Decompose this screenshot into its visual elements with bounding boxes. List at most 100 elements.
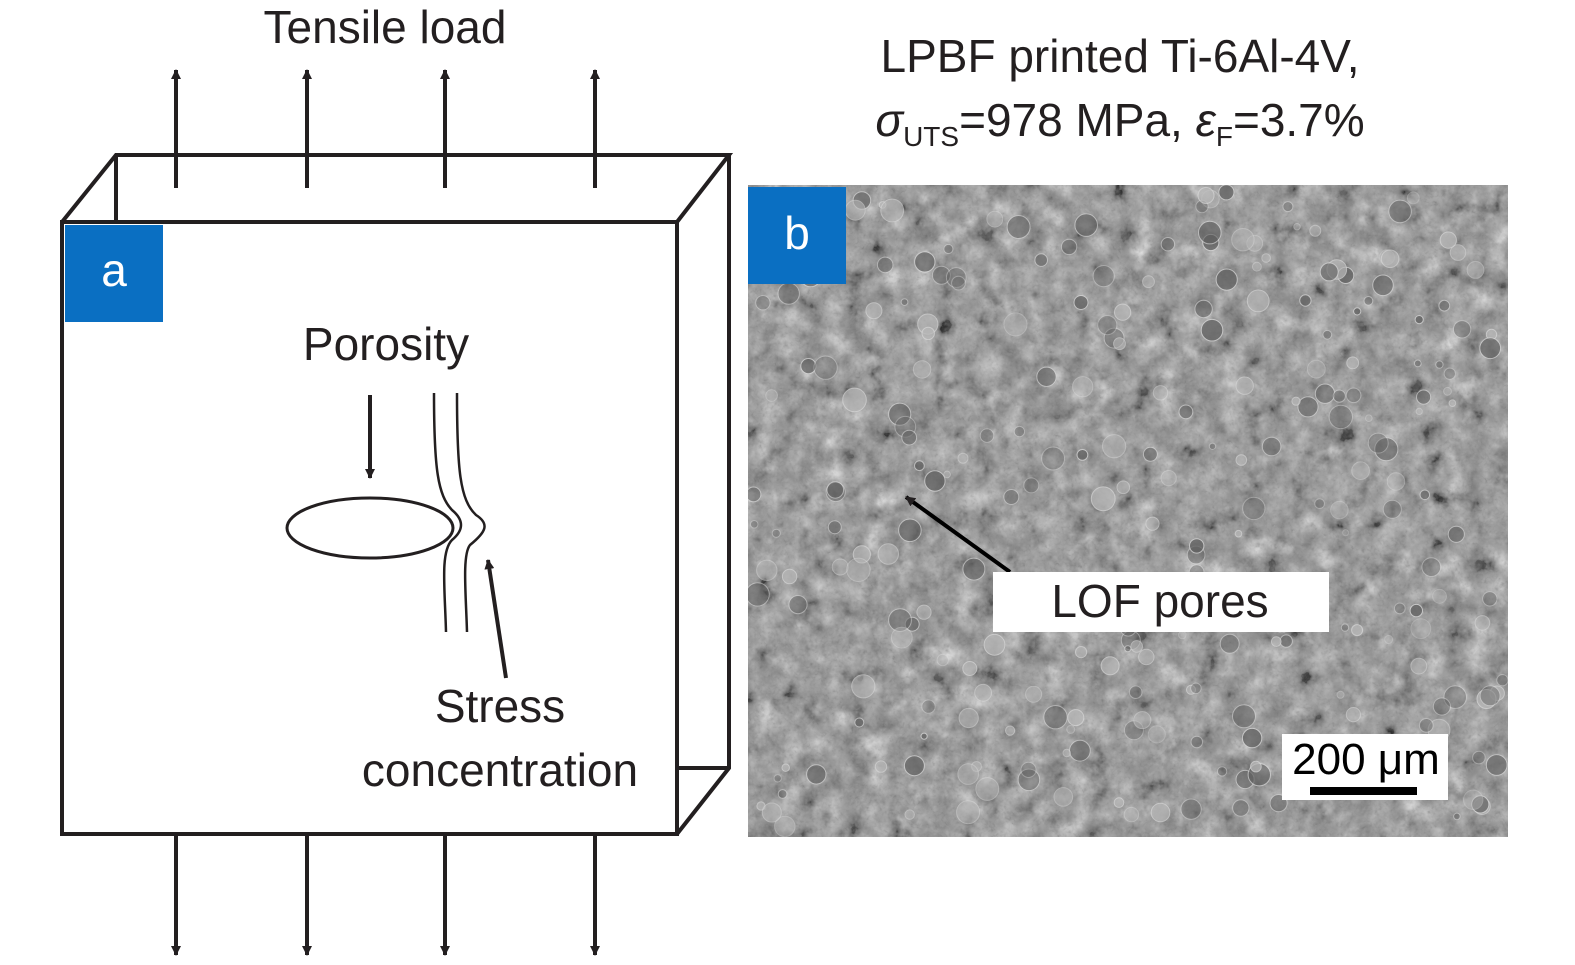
sem-dimple bbox=[1138, 648, 1155, 666]
sem-dimple bbox=[1453, 812, 1461, 821]
sem-dimple bbox=[877, 543, 899, 565]
specimen-top-face bbox=[60, 153, 734, 224]
stress-flow-line-inner bbox=[432, 392, 463, 633]
sem-dimple bbox=[1342, 529, 1350, 537]
panel-a: Tensile load a Porosity Stress concentra… bbox=[60, 1, 734, 956]
sem-dimple bbox=[1147, 725, 1166, 744]
sem-dimple bbox=[1279, 634, 1293, 648]
sem-dimple bbox=[773, 774, 782, 783]
sem-dimple bbox=[943, 243, 954, 255]
sem-dimple bbox=[1043, 705, 1068, 730]
sem-dimple bbox=[890, 626, 913, 649]
sem-dimple bbox=[1365, 414, 1373, 423]
lof-pores-label: LOF pores bbox=[1051, 575, 1268, 627]
epsilon-subscript: F bbox=[1216, 121, 1233, 152]
sem-dimple bbox=[1340, 623, 1350, 632]
sem-dimple bbox=[1351, 461, 1370, 481]
sem-dimple bbox=[986, 210, 1004, 228]
sem-dimple bbox=[800, 358, 817, 375]
sem-dimple bbox=[1416, 389, 1432, 405]
sem-dimple bbox=[1252, 261, 1262, 272]
panel-b: LPBF printed Ti-6Al-4V, σUTS=978 MPa, εF… bbox=[748, 30, 1508, 837]
sem-dimple bbox=[1367, 432, 1389, 454]
sem-dimple bbox=[1100, 656, 1120, 676]
sem-dimple bbox=[936, 653, 949, 667]
sem-dimple bbox=[1003, 312, 1028, 337]
sem-dimple bbox=[1246, 234, 1264, 252]
sem-dimple bbox=[865, 302, 883, 320]
sem-dimple bbox=[1235, 376, 1254, 395]
sem-dimple bbox=[924, 470, 946, 492]
sem-dimple bbox=[748, 582, 770, 607]
sem-dimple bbox=[931, 265, 951, 285]
sem-dimple bbox=[1345, 387, 1362, 404]
sem-dimple bbox=[983, 633, 1006, 656]
panel-b-title-line2: σUTS=978 MPa, εF=3.7% bbox=[875, 94, 1364, 152]
sem-dimple bbox=[1097, 315, 1118, 336]
sem-dimple bbox=[1261, 436, 1282, 457]
sem-dimple bbox=[777, 282, 800, 305]
sem-dimple bbox=[1219, 633, 1240, 654]
sem-dimple bbox=[777, 789, 788, 799]
sem-dimple bbox=[1190, 735, 1204, 749]
sem-dimple bbox=[1443, 685, 1467, 709]
sem-dimple bbox=[1116, 480, 1131, 495]
sem-dimple bbox=[1133, 711, 1152, 730]
sem-dimple bbox=[771, 528, 781, 538]
sem-dimple bbox=[1020, 761, 1037, 779]
sem-dimple bbox=[1413, 359, 1422, 368]
sem-dimple bbox=[1215, 268, 1238, 291]
sem-dimple bbox=[957, 763, 980, 785]
sem-dimple bbox=[1034, 253, 1048, 267]
sem-dimple bbox=[826, 481, 845, 499]
sem-dimple bbox=[951, 275, 966, 291]
sem-dimple bbox=[1190, 682, 1202, 695]
sem-dimple bbox=[1372, 274, 1394, 297]
sem-dimple bbox=[1130, 640, 1143, 653]
sem-dimple bbox=[1382, 499, 1402, 519]
sem-dimple bbox=[1299, 294, 1312, 307]
sem-dimple bbox=[1345, 707, 1362, 723]
sem-dimple bbox=[920, 732, 928, 740]
sem-dimple bbox=[1017, 768, 1041, 792]
sem-dimple bbox=[1160, 237, 1176, 252]
sem-dimple bbox=[781, 568, 798, 585]
sem-dimple bbox=[1393, 602, 1406, 615]
sem-dimple bbox=[904, 809, 915, 820]
lof-pores-arrow bbox=[904, 495, 1012, 574]
sem-dimple bbox=[1479, 337, 1502, 360]
sem-dimple bbox=[1363, 296, 1374, 306]
sem-dimple bbox=[1067, 709, 1085, 727]
panel-b-badge bbox=[748, 187, 846, 284]
epsilon-symbol: ε bbox=[1196, 94, 1217, 146]
sem-dimple bbox=[945, 267, 967, 288]
sem-dimple bbox=[1060, 238, 1078, 256]
sem-dimple bbox=[1380, 249, 1400, 269]
sem-dimple bbox=[748, 486, 762, 503]
sem-dimple bbox=[975, 777, 1000, 801]
sem-dimple bbox=[956, 800, 981, 825]
sem-dimple bbox=[1178, 630, 1187, 640]
sem-dimple bbox=[1006, 215, 1031, 239]
sem-dimple bbox=[1374, 437, 1399, 462]
sem-dimple bbox=[1384, 635, 1394, 644]
sem-dimple bbox=[1124, 645, 1132, 653]
sem-micrograph bbox=[748, 185, 1508, 837]
stress-concentration-arrow bbox=[484, 559, 508, 679]
panel-a-badge bbox=[65, 225, 163, 322]
sem-dimple bbox=[1346, 356, 1360, 370]
sem-dimple bbox=[1432, 588, 1447, 604]
sem-dimple bbox=[958, 707, 979, 729]
sem-dimple bbox=[1452, 320, 1472, 339]
sem-dimple bbox=[854, 717, 865, 728]
tensile-arrows-bottom bbox=[171, 836, 600, 956]
sem-dimple bbox=[1406, 191, 1420, 205]
sem-dimple bbox=[1330, 500, 1349, 520]
sem-dimple bbox=[888, 608, 912, 632]
sem-dimple bbox=[974, 683, 992, 702]
sem-dimple bbox=[898, 518, 922, 543]
stress-label-line2: concentration bbox=[362, 744, 638, 796]
sem-dimple bbox=[1328, 404, 1354, 430]
sem-dimple bbox=[1271, 636, 1282, 647]
